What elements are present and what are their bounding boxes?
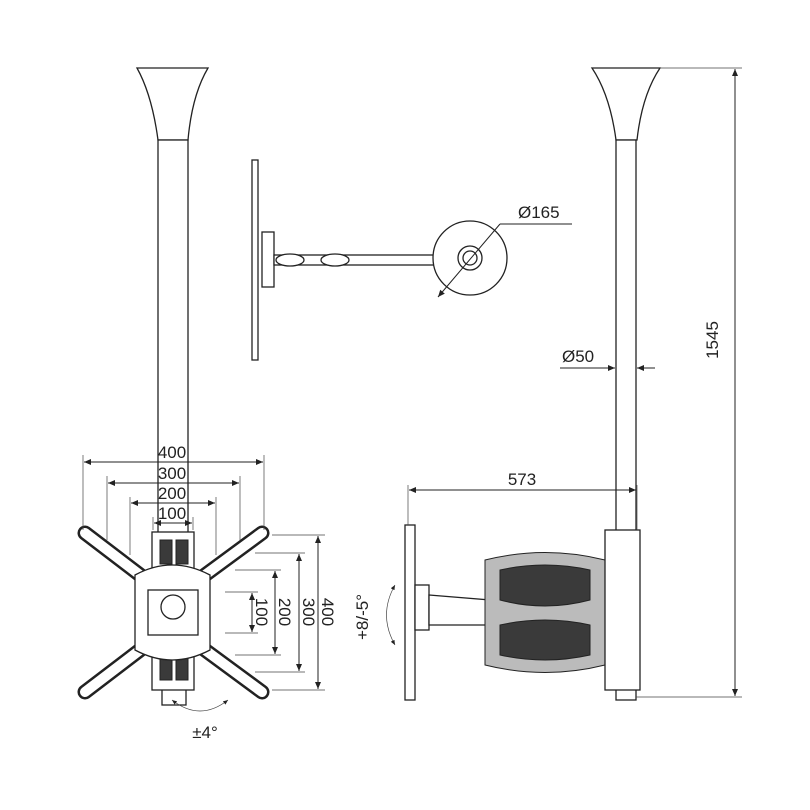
total-height-label: 1545: [703, 321, 722, 359]
pole-diameter-label: Ø50: [562, 347, 594, 366]
tv-plate-side: [404, 524, 416, 701]
swivel-angle-label: ±4°: [192, 723, 218, 742]
tilt-arc: [386, 584, 396, 646]
ceiling-flange: [135, 67, 210, 141]
wall-bracket: [604, 529, 641, 691]
ceiling-plate-diameter-label: Ø165: [518, 203, 560, 222]
dim-h-100: 100: [158, 504, 186, 523]
ceiling-flange-side: [590, 67, 662, 141]
side-view: 573 Ø50 1545 +8/-5°: [353, 67, 742, 701]
dim-v-300: 300: [299, 598, 318, 626]
dim-h-200: 200: [158, 484, 186, 503]
tilt-angle-label: +8/-5°: [353, 594, 372, 640]
dim-v-400: 400: [318, 598, 337, 626]
swivel-arc: [171, 699, 229, 712]
extension-depth-label: 573: [508, 470, 536, 489]
dim-v-200: 200: [275, 598, 294, 626]
top-view: Ø165: [251, 159, 572, 361]
tv-plate-top: [251, 159, 259, 361]
dim-h-300: 300: [158, 464, 186, 483]
pole: [157, 139, 189, 541]
dim-v-100: 100: [252, 598, 271, 626]
dim-h-400: 400: [158, 443, 186, 462]
front-view: 400 300 200 100 100 200 300 400 ±4°: [77, 67, 337, 742]
